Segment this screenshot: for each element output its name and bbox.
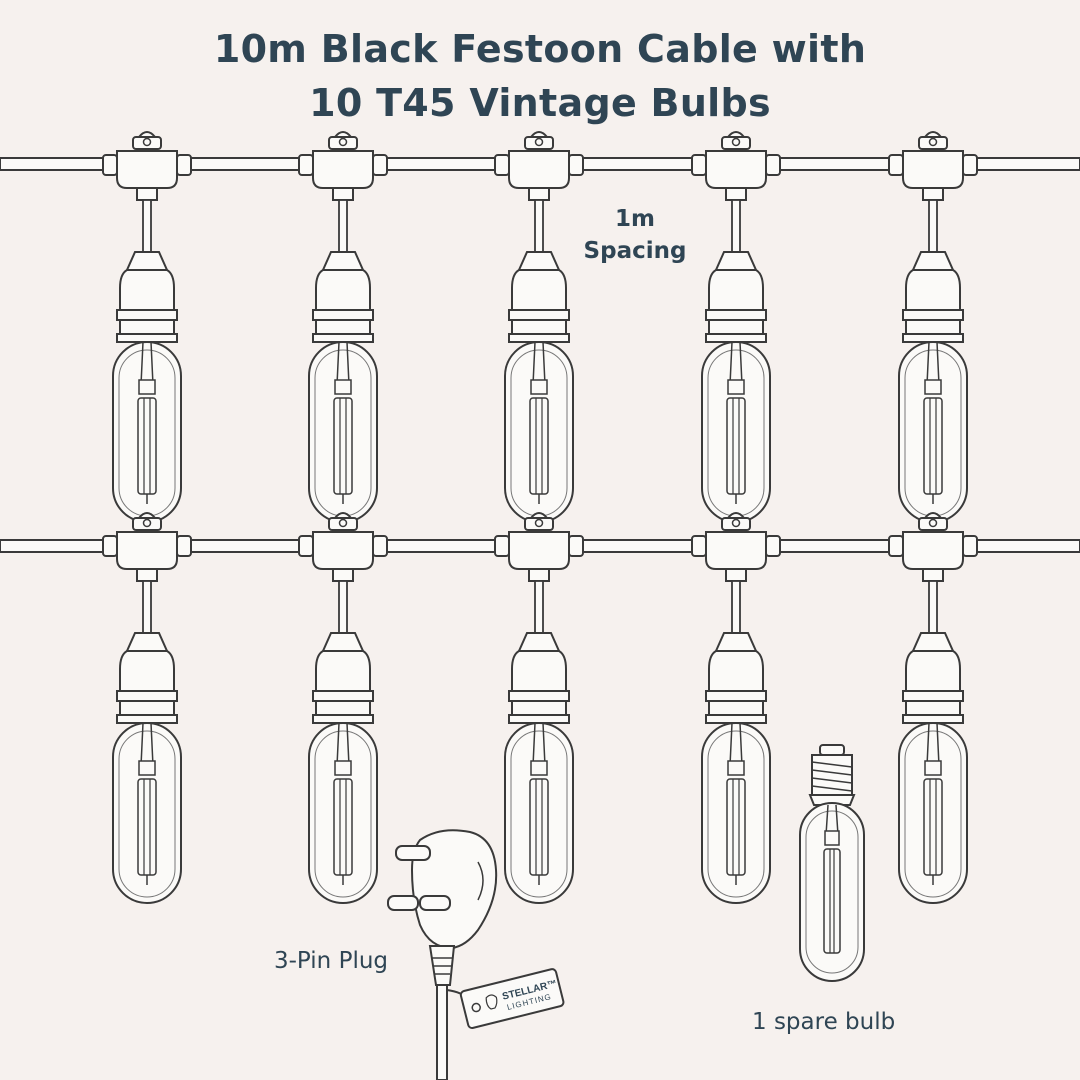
festoon-lamp: [102, 131, 192, 523]
spacing-label-line-2: Spacing: [583, 238, 687, 264]
festoon-lamp: [102, 512, 192, 904]
brand-tag: STELLAR™ LIGHTING: [459, 968, 565, 1030]
festoon-lamp: [691, 512, 781, 904]
spare-bulb-icon: [799, 744, 865, 982]
festoon-lamp: [691, 131, 781, 523]
title-line-1: 10m Black Festoon Cable with: [213, 27, 867, 71]
festoon-lamp: [494, 131, 584, 523]
spacing-label-line-1: 1m: [615, 206, 655, 232]
title-line-2: 10 T45 Vintage Bulbs: [309, 81, 771, 125]
spare-bulb-label: 1 spare bulb: [752, 1009, 896, 1035]
festoon-lamp: [298, 131, 388, 523]
festoon-lamp: [494, 512, 584, 904]
three-pin-plug-icon: [387, 829, 498, 1080]
festoon-lamp: [888, 512, 978, 904]
spacing-label: 1m Spacing: [560, 203, 710, 267]
festoon-lamp: [888, 131, 978, 523]
plug-label: 3-Pin Plug: [274, 948, 389, 974]
festoon-lamp: [298, 512, 388, 904]
page-title: 10m Black Festoon Cable with 10 T45 Vint…: [0, 22, 1080, 130]
